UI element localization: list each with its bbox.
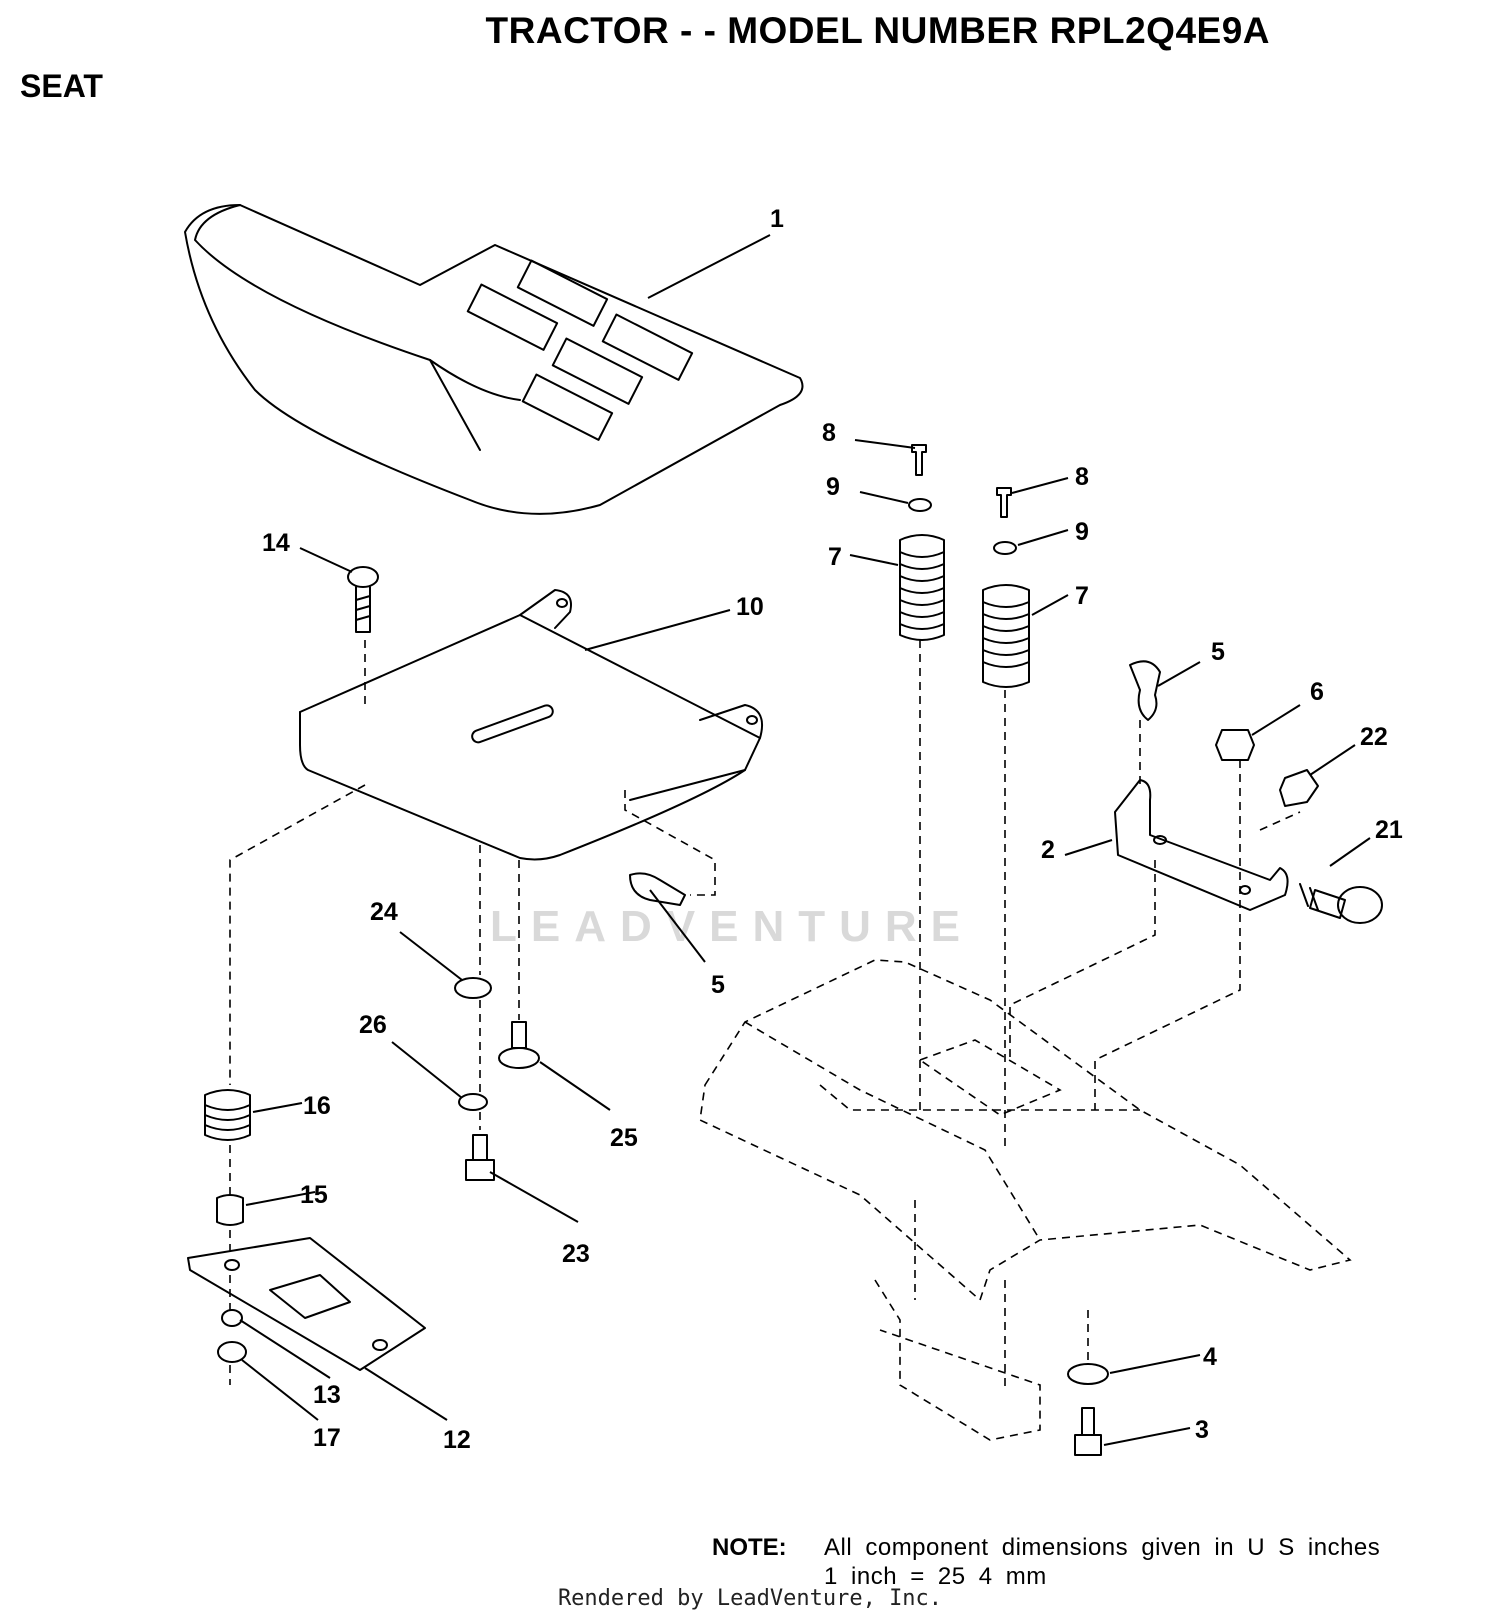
callout-8a: 8: [822, 419, 836, 447]
note-label: NOTE:: [712, 1534, 787, 1561]
part-screw-25: [498, 1021, 540, 1069]
callout-4: 4: [1203, 1343, 1217, 1371]
part-shoulder-bolt: [1299, 883, 1383, 924]
callout-15: 15: [300, 1181, 328, 1209]
section-title: SEAT: [20, 68, 103, 104]
watermark: LEADVENTURE: [490, 902, 975, 951]
part-spring-right: [982, 584, 1030, 688]
note-line-2: 1 inch = 25 4 mm: [824, 1563, 1047, 1590]
callout-13: 13: [313, 1381, 341, 1409]
part-carriage-bolt: [347, 566, 379, 633]
callout-1: 1: [770, 205, 784, 233]
callout-21: 21: [1375, 816, 1403, 844]
part-clip-right: [1129, 660, 1161, 721]
part-nut-13: [221, 1309, 243, 1327]
callout-7b: 7: [1075, 582, 1089, 610]
callout-25: 25: [610, 1124, 638, 1152]
part-washer-24: [454, 977, 492, 999]
part-lock-nut: [1215, 729, 1255, 761]
part-bolt-23: [465, 1134, 495, 1181]
part-flange-nut: [217, 1341, 247, 1363]
callout-17: 17: [313, 1424, 341, 1452]
part-lock-washer-26: [458, 1093, 488, 1111]
part-bracket: [1114, 779, 1289, 911]
part-spring-left: [899, 534, 945, 641]
callout-2: 2: [1041, 836, 1055, 864]
note-line-1: All component dimensions given in U S in…: [824, 1534, 1381, 1561]
note-text: All component dimensions given in U S in…: [824, 1533, 1380, 1591]
callout-7a: 7: [828, 543, 842, 571]
part-screw-right: [996, 487, 1012, 518]
part-washer-right: [993, 541, 1017, 555]
callout-10: 10: [736, 593, 764, 621]
callout-5b: 5: [711, 971, 725, 999]
part-seat-pan: [299, 589, 764, 861]
part-washer-left: [908, 498, 932, 512]
tractor-frame-outline: [229, 640, 1352, 1441]
callout-12: 12: [443, 1426, 471, 1454]
part-screw-left: [911, 444, 927, 476]
part-clip-left: [629, 872, 686, 906]
callout-24: 24: [370, 898, 398, 926]
page-title: TRACTOR - - MODEL NUMBER RPL2Q4E9A: [485, 10, 1270, 51]
part-spring-16: [204, 1089, 251, 1141]
callout-6: 6: [1310, 678, 1324, 706]
part-pivot-plate: [187, 1237, 426, 1371]
callout-26: 26: [359, 1011, 387, 1039]
callout-9b: 9: [1075, 518, 1089, 546]
callout-9a: 9: [826, 473, 840, 501]
part-bushing: [216, 1194, 244, 1226]
dimension-note: NOTE: All component dimensions given in U…: [712, 1533, 1380, 1591]
part-washer-4: [1067, 1363, 1109, 1385]
callout-5a: 5: [1211, 638, 1225, 666]
footer-credit: Rendered by LeadVenture, Inc.: [557, 1586, 943, 1611]
callout-22: 22: [1360, 723, 1388, 751]
callout-16: 16: [303, 1092, 331, 1120]
part-bolt-3: [1074, 1407, 1102, 1456]
callout-3: 3: [1195, 1416, 1209, 1444]
leader-lines: [239, 234, 1371, 1446]
callout-23: 23: [562, 1240, 590, 1268]
callout-8b: 8: [1075, 463, 1089, 491]
callout-14: 14: [262, 529, 290, 557]
part-seat: [184, 204, 804, 515]
part-hex-nut: [1279, 769, 1319, 807]
